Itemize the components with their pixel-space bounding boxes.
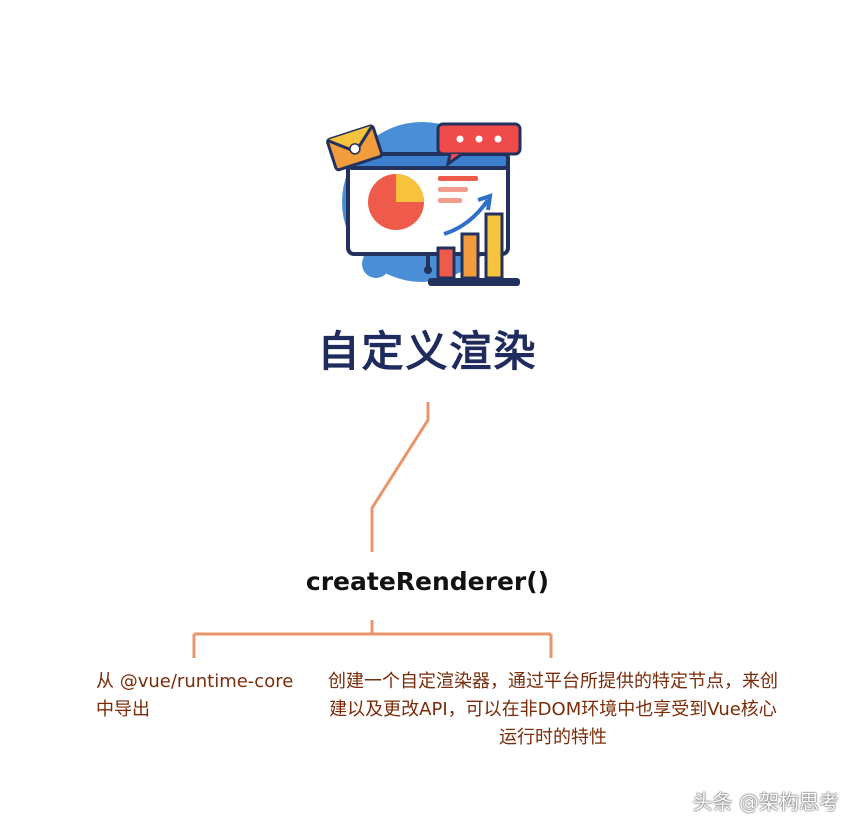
right-branch-text: 创建一个自定渲染器，通过平台所提供的特定节点，来创建以及更改API，可以在非DO… xyxy=(328,671,778,748)
trend-arrow-icon xyxy=(443,193,493,236)
watermark: 头条 @架构思考 xyxy=(692,790,839,814)
left-branch-text: 从 @vue/runtime-core 中导出 xyxy=(96,671,294,720)
presentation-illustration xyxy=(326,122,522,286)
title-to-node-connector xyxy=(370,402,430,552)
page-title: 自定义渲染 xyxy=(317,327,538,376)
text-lines-icon xyxy=(438,176,478,203)
create-renderer-node: createRenderer() xyxy=(305,567,550,596)
chat-bubble-icon xyxy=(436,122,522,168)
bar-chart-icon xyxy=(428,212,520,286)
envelope-icon xyxy=(326,124,384,172)
pie-chart-icon xyxy=(368,174,424,230)
